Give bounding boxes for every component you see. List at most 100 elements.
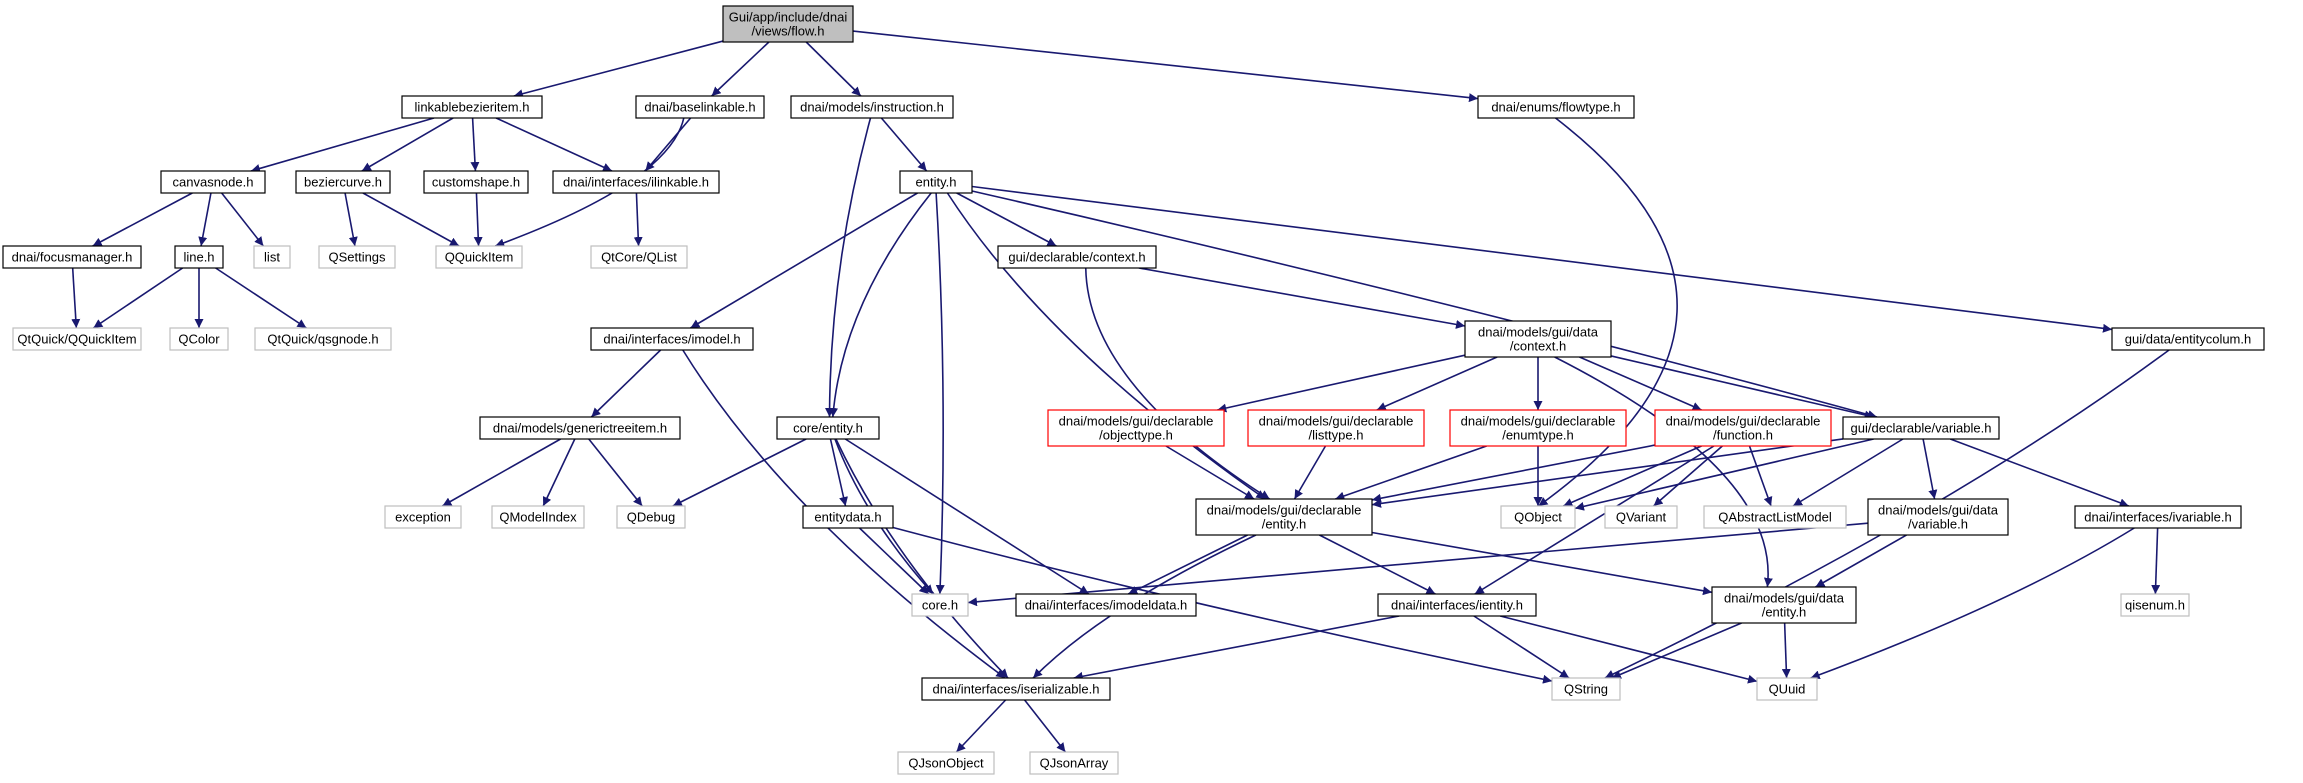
- node-coreentity[interactable]: core/entity.h: [776, 416, 880, 440]
- node-guidatacontext[interactable]: dnai/models/gui/data/context.h: [1464, 320, 1612, 358]
- node-objecttype[interactable]: dnai/models/gui/declarable/objecttype.h: [1047, 409, 1225, 447]
- edge-generictreeitem-to-qmodelindex: [542, 438, 576, 507]
- node-enumtype[interactable]: dnai/models/gui/declarable/enumtype.h: [1449, 409, 1627, 447]
- node-entity[interactable]: entity.h: [899, 170, 973, 194]
- edge-entitydata-to-coreh: [858, 527, 930, 595]
- node-box: [802, 505, 894, 529]
- edge-ientity-to-qstring: [1473, 615, 1570, 679]
- node-box: [423, 170, 529, 194]
- node-customshape[interactable]: customshape.h: [423, 170, 529, 194]
- node-linkablebezieritem[interactable]: linkablebezieritem.h: [401, 95, 543, 119]
- node-box: [491, 505, 585, 529]
- node-declentity[interactable]: dnai/models/gui/declarable/entity.h: [1195, 498, 1373, 536]
- node-qcolor: QColor: [169, 327, 229, 351]
- node-box: [1047, 409, 1225, 447]
- edge-ivariable-to-quuid: [1810, 527, 2135, 680]
- node-label: dnai/interfaces/iserializable.h: [933, 682, 1100, 697]
- node-box: [12, 327, 142, 351]
- node-label: /enumtype.h: [1502, 428, 1574, 443]
- edge-customshape-to-qquickitem: [473, 192, 483, 247]
- node-generictreeitem[interactable]: dnai/models/generictreeitem.h: [479, 416, 681, 440]
- node-label: linkablebezieritem.h: [415, 100, 530, 115]
- node-imodel[interactable]: dnai/interfaces/imodel.h: [590, 327, 754, 351]
- node-box: [1377, 593, 1537, 617]
- node-iserializable[interactable]: dnai/interfaces/iserializable.h: [921, 677, 1111, 701]
- edge-guidatacontext-to-objecttype: [1217, 354, 1466, 413]
- node-box: [1842, 416, 2000, 440]
- node-label: QVariant: [1616, 510, 1667, 525]
- node-box: [921, 677, 1111, 701]
- node-box: [1756, 677, 1818, 701]
- node-canvasnode[interactable]: canvasnode.h: [160, 170, 266, 194]
- edge-root-to-linkablebezieritem: [513, 40, 724, 99]
- edge-line-to-qsgnode: [215, 267, 307, 329]
- edge-ivariable-to-qisenum: [2151, 527, 2161, 595]
- node-box: [384, 505, 462, 529]
- node-box: [635, 95, 765, 119]
- node-label: Gui/app/include/dnai: [729, 10, 848, 25]
- node-box: [1500, 505, 1576, 529]
- edge-guidatacontext-to-function: [1579, 356, 1702, 411]
- node-focusmanager[interactable]: dnai/focusmanager.h: [2, 245, 142, 269]
- node-ivariable[interactable]: dnai/interfaces/ivariable.h: [2074, 505, 2242, 529]
- node-flowtype[interactable]: dnai/enums/flowtype.h: [1477, 95, 1635, 119]
- node-qquickitem: QQuickItem: [435, 245, 523, 269]
- node-datavariable[interactable]: dnai/models/gui/data/variable.h: [1867, 498, 2009, 536]
- node-label: /objecttype.h: [1099, 428, 1173, 443]
- node-label: dnai/models/gui/declarable: [1059, 414, 1214, 429]
- node-imodeldata[interactable]: dnai/interfaces/imodeldata.h: [1015, 593, 1197, 617]
- edge-flowtype-to-qobject: [1538, 117, 1678, 507]
- node-box: [1551, 677, 1621, 701]
- node-ientity[interactable]: dnai/interfaces/ientity.h: [1377, 593, 1537, 617]
- node-declvariable[interactable]: gui/declarable/variable.h: [1842, 416, 2000, 440]
- node-instruction[interactable]: dnai/models/instruction.h: [790, 95, 954, 119]
- node-label: exception: [395, 510, 451, 525]
- node-label: /context.h: [1510, 339, 1566, 354]
- node-box: [1015, 593, 1197, 617]
- node-qabstractlistmodel: QAbstractListModel: [1703, 505, 1847, 529]
- edge-imodel-to-generictreeitem: [590, 349, 662, 418]
- node-label: QModelIndex: [499, 510, 577, 525]
- edge-declentity-to-imodeldata: [1127, 534, 1248, 595]
- node-baselinkable[interactable]: dnai/baselinkable.h: [635, 95, 765, 119]
- node-box: [722, 5, 854, 43]
- node-label: core.h: [922, 598, 958, 613]
- edge-declvariable-to-ivariable: [1950, 438, 2129, 508]
- node-box: [1867, 498, 2009, 536]
- node-label: gui/declarable/variable.h: [1851, 421, 1992, 436]
- node-box: [1604, 505, 1678, 529]
- node-entitycolum[interactable]: gui/data/entitycolum.h: [2111, 327, 2265, 351]
- node-box: [174, 245, 224, 269]
- node-box: [318, 245, 396, 269]
- node-label: /entity.h: [1262, 517, 1307, 532]
- edge-coreentity-to-imodeldata: [844, 438, 1090, 595]
- node-line[interactable]: line.h: [174, 245, 224, 269]
- edge-entity-to-declentity: [946, 192, 1266, 500]
- node-box: [616, 505, 686, 529]
- edge-entity-to-declvariable: [971, 190, 1878, 419]
- node-label: dnai/models/gui/data: [1724, 591, 1845, 606]
- node-dataentity[interactable]: dnai/models/gui/data/entity.h: [1711, 586, 1857, 624]
- edge-linkablebezieritem-to-beziercurve: [361, 117, 454, 172]
- node-function[interactable]: dnai/models/gui/declarable/function.h: [1654, 409, 1832, 447]
- node-label: entity.h: [916, 175, 957, 190]
- node-box: [254, 327, 392, 351]
- node-declcontext[interactable]: gui/declarable/context.h: [997, 245, 1157, 269]
- node-beziercurve[interactable]: beziercurve.h: [295, 170, 391, 194]
- node-label: QAbstractListModel: [1718, 510, 1832, 525]
- node-box: [899, 170, 973, 194]
- node-ilinkable[interactable]: dnai/interfaces/ilinkable.h: [552, 170, 720, 194]
- node-label: core/entity.h: [793, 421, 863, 436]
- node-label: QSettings: [328, 250, 386, 265]
- edge-coreentity-to-entitydata: [829, 438, 848, 507]
- edge-linkablebezieritem-to-ilinkable: [495, 117, 613, 172]
- node-root[interactable]: Gui/app/include/dnai/views/flow.h: [722, 5, 854, 43]
- node-label: dnai/models/gui/data: [1478, 325, 1599, 340]
- node-quuid: QUuid: [1756, 677, 1818, 701]
- node-label: dnai/models/gui/declarable: [1207, 503, 1362, 518]
- node-entitydata[interactable]: entitydata.h: [802, 505, 894, 529]
- edge-enumtype-to-declentity: [1335, 445, 1487, 501]
- node-label: qisenum.h: [2125, 598, 2185, 613]
- node-listtype[interactable]: dnai/models/gui/declarable/listtype.h: [1247, 409, 1425, 447]
- edge-declentity-to-ientity: [1319, 534, 1436, 595]
